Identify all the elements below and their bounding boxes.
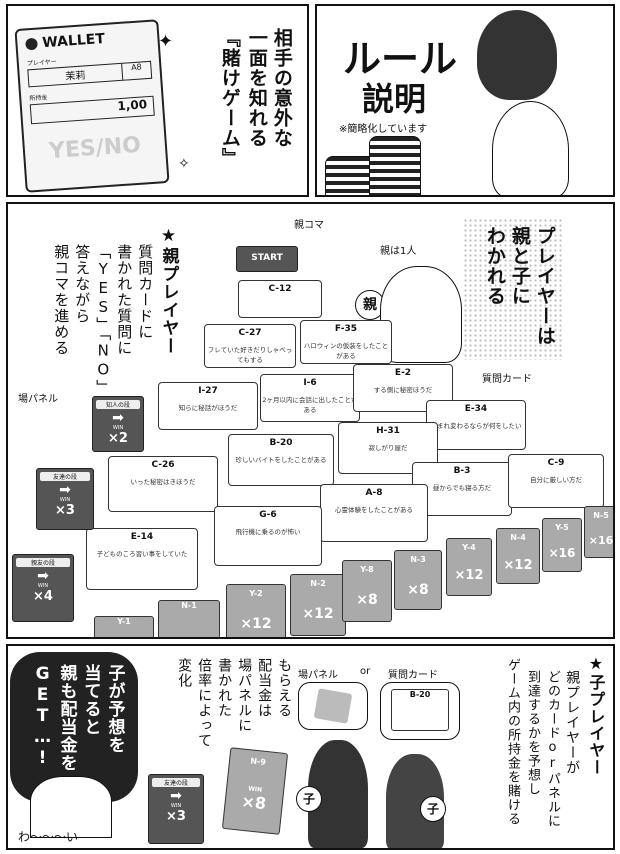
left-bubble-2: 当てると <box>80 664 101 736</box>
payout-note-3: 場パネルに <box>236 658 253 733</box>
seat-number: A8 <box>121 61 152 80</box>
parent-note-1: ★親プレイヤー <box>158 226 179 355</box>
bubble-label-or: or <box>360 666 371 677</box>
child-note-4: 到達するかを予想し <box>524 670 540 796</box>
bubble-label-field: 場パネル <box>298 670 338 681</box>
split-note-box <box>463 218 563 360</box>
payout-note-5: 倍率によって <box>196 658 213 748</box>
field-card: N-2×12 <box>290 574 346 636</box>
panel-child-player: 子が予想を 当てると 親も配当金を GET…! わ〜〜〜い 友達の段➡WIN×3… <box>6 644 615 850</box>
wallet-logo: WALLET <box>25 28 150 53</box>
rules-note: ※簡略化しています <box>339 124 428 135</box>
oya-count-label: 親は1人 <box>380 246 417 257</box>
field-card: Y-5×16 <box>542 518 582 572</box>
left-bubble-4: GET…! <box>32 664 53 769</box>
parent-character <box>380 266 462 363</box>
field-card: Y-1 <box>94 616 154 637</box>
ko-badge: 子 <box>296 786 322 812</box>
child-note-2: 親プレイヤーが <box>564 670 581 775</box>
girl-character <box>477 10 557 100</box>
panel-rules: ルール 説明 ※簡略化しています <box>315 4 615 197</box>
payout-note-1: もらえる <box>276 658 293 718</box>
field-card: N-1 <box>158 600 220 637</box>
field-card: N-4×12 <box>496 528 540 584</box>
sparkle-icon: ✧ <box>178 156 190 172</box>
start-tile: START <box>236 246 298 272</box>
field-panel-tile: 知人の段➡WIN×2 <box>92 396 144 452</box>
split-note-2: 親と子に <box>508 226 531 306</box>
caption-line-2: 一面を知れる <box>245 28 268 148</box>
arrow-right-icon: ➡ <box>59 482 71 498</box>
ko-badge: 子 <box>420 796 446 822</box>
chip-stack-icon <box>325 156 377 195</box>
field-panel-tile: 友達の段➡WIN×3 <box>148 774 204 844</box>
parent-note-3: 書かれた質問に <box>115 244 134 356</box>
field-panel-tile: 親友の段➡WIN×4 <box>12 554 74 622</box>
yes-no-buttons: YES/NO <box>48 132 142 165</box>
cheering-character <box>30 776 112 838</box>
child-note-3: どのカードorパネルに <box>544 670 560 828</box>
field-card: N-5×16 <box>584 506 613 558</box>
arrow-right-icon: ➡ <box>37 568 49 584</box>
wallet-card: WALLET プレイヤー 茉莉 A8 所持金 1,00 YES/NO <box>14 19 170 193</box>
bubble-label-card: 質問カード <box>388 670 438 681</box>
field-panel-tile: 友達の段➡WIN×3 <box>36 468 94 530</box>
payout-note-2: 配当金は <box>256 658 273 718</box>
parent-note-6: 親コマを進める <box>52 244 71 356</box>
boy-character <box>492 101 569 195</box>
parent-note-5: 答えながら <box>73 244 92 324</box>
field-card: Y-2×12 <box>226 584 286 637</box>
wallet-icon <box>25 37 38 51</box>
panel-board: ★親プレイヤー 質問カードに 書かれた質問に 「YES」「NO」で 答えながら … <box>6 202 615 639</box>
panel-wallet: WALLET プレイヤー 茉莉 A8 所持金 1,00 YES/NO ✦ ✧ 相… <box>6 4 309 197</box>
rules-title-2: 説明 <box>362 80 427 118</box>
payout-note-4: 書かれた <box>216 658 233 718</box>
question-card-label: 質問カード <box>482 374 532 385</box>
question-card: C-12 <box>238 280 322 318</box>
left-bubble-1: 子が予想を <box>104 664 125 754</box>
wa-sound: わ〜〜〜い <box>18 830 79 844</box>
field-panel-mini-icon <box>313 688 353 724</box>
split-note-3: わかれる <box>483 226 506 306</box>
caption-line-3: 『賭けゲーム』 <box>218 28 241 168</box>
arrow-right-icon: ➡ <box>170 788 182 804</box>
player-name: 茉莉 <box>65 70 86 83</box>
caption-line-1: 相手の意外な <box>270 28 293 148</box>
field-card: Y-8×8 <box>342 560 392 622</box>
arrow-right-icon: ➡ <box>112 410 124 426</box>
left-bubble-3: 親も配当金を <box>56 664 77 772</box>
child-note-1: ★子プレイヤー <box>586 654 606 776</box>
split-note-1: プレイヤーは <box>533 226 556 346</box>
thought-bubble-field <box>298 682 368 730</box>
payout-note-6: 変化 <box>176 658 193 688</box>
field-panel-label: 場パネル <box>18 394 58 405</box>
parent-note-4: 「YES」「NO」で <box>94 244 113 412</box>
field-card: Y-4×12 <box>446 538 492 596</box>
sparkle-icon: ✦ <box>158 31 174 52</box>
chip-stack-icon <box>369 136 421 195</box>
parent-note-2: 質問カードに <box>136 244 155 340</box>
field-card: N-3×8 <box>394 550 442 610</box>
child-note-5: ゲーム内の所持金を賭ける <box>504 658 520 826</box>
oyakoma-label: 親コマ <box>294 220 324 231</box>
question-card-mini: B-20 <box>391 689 449 731</box>
start-label: START <box>251 253 283 263</box>
rules-title-1: ルール <box>343 37 458 81</box>
thought-bubble-card: B-20 <box>380 682 460 740</box>
